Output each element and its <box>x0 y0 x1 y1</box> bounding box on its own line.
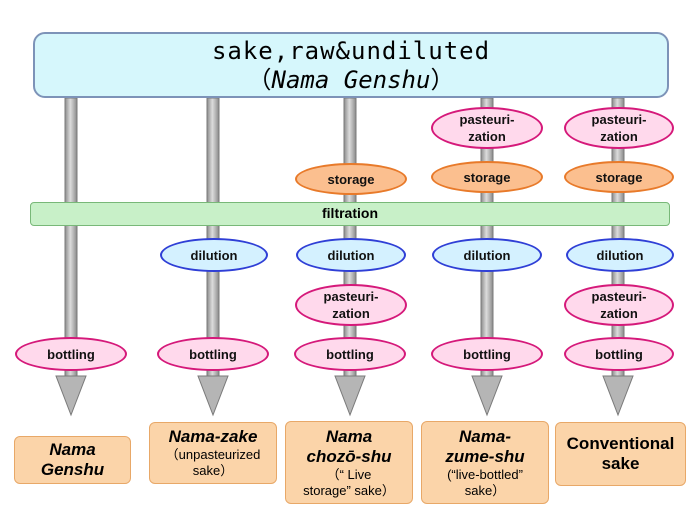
step-label: pasteuri- <box>323 289 379 304</box>
result-title: Conventional <box>566 434 675 453</box>
result-title: Nama-zake <box>168 427 258 446</box>
arrow-head <box>602 375 634 417</box>
result-title: Nama <box>49 440 96 459</box>
bottling-step-col4: bottling <box>431 337 543 371</box>
result-subtitle: storage” sake） <box>303 482 395 498</box>
result-nama-genshu: Nama Genshu <box>14 436 131 484</box>
result-nama-zake: Nama-zake （unpasteurized sake） <box>149 422 277 484</box>
arrow-column-2 <box>197 97 229 417</box>
arrow-head <box>471 375 503 417</box>
arrow-shaft <box>206 97 220 377</box>
step-label: storage <box>327 171 375 187</box>
raw-undiluted-sake-box: sake,raw&undiluted （Nama Genshu） <box>33 32 669 98</box>
result-title: sake <box>601 454 640 473</box>
step-label: storage <box>463 169 511 185</box>
pasteurization-step-col4-top: pasteuri-zation <box>431 107 543 149</box>
dilution-step-col2: dilution <box>160 238 268 272</box>
step-label: zation <box>332 306 370 321</box>
arrow-head <box>334 375 366 417</box>
pasteurization-step-col5-top: pasteuri-zation <box>564 107 674 149</box>
result-subtitle: （unpasteurized <box>165 447 261 462</box>
dilution-step-col5: dilution <box>566 238 674 272</box>
step-label: bottling <box>189 346 237 362</box>
step-label: bottling <box>326 346 374 362</box>
step-label: dilution <box>327 247 375 263</box>
arrow-head <box>197 375 229 417</box>
bottling-step-col5: bottling <box>564 337 674 371</box>
step-label: pasteuri- <box>591 112 647 127</box>
arrow-column-1 <box>55 97 87 417</box>
bottling-step-col3: bottling <box>294 337 406 371</box>
pasteurization-step-col3: pasteuri-zation <box>295 284 407 326</box>
arrow-head <box>55 375 87 417</box>
step-label: dilution <box>190 247 238 263</box>
step-label: pasteuri- <box>591 289 647 304</box>
step-label: zation <box>600 129 638 144</box>
result-subtitle: （“ Live <box>326 466 372 482</box>
dilution-step-col3: dilution <box>296 238 406 272</box>
arrow-shaft <box>64 97 78 377</box>
result-subtitle: sake） <box>464 482 506 498</box>
nama-genshu-label: Nama Genshu <box>271 66 431 94</box>
step-label: dilution <box>596 247 644 263</box>
result-title: Nama- <box>459 426 511 446</box>
paren-open: （ <box>247 66 272 94</box>
result-subtitle: (“live-bottled” <box>447 466 523 482</box>
dilution-step-col4: dilution <box>432 238 542 272</box>
result-subtitle: sake） <box>192 463 234 478</box>
step-label: storage <box>595 169 643 185</box>
result-conventional-sake: Conventional sake <box>555 422 686 486</box>
top-subtitle: （Nama Genshu） <box>35 66 667 94</box>
step-label: pasteuri- <box>459 112 515 127</box>
pasteurization-step-col5: pasteuri-zation <box>564 284 674 326</box>
result-title: Genshu <box>40 460 105 479</box>
storage-step-col3: storage <box>295 163 407 195</box>
result-nama-chozo-shu: Nama chozō-shu （“ Live storage” sake） <box>285 421 413 504</box>
paren-close: ） <box>430 66 455 94</box>
bottling-step-col1: bottling <box>15 337 127 371</box>
filtration-bar: filtration <box>30 202 670 226</box>
step-label: bottling <box>47 346 95 362</box>
storage-step-col5: storage <box>564 161 674 193</box>
top-title: sake,raw&undiluted <box>211 37 491 65</box>
result-title: Nama <box>325 426 373 446</box>
bottling-step-col2: bottling <box>157 337 269 371</box>
result-nama-zume-shu: Nama- zume-shu (“live-bottled” sake） <box>421 421 549 504</box>
storage-step-col4: storage <box>431 161 543 193</box>
step-label: zation <box>468 129 506 144</box>
step-label: zation <box>600 306 638 321</box>
step-label: bottling <box>595 346 643 362</box>
result-title: zume-shu <box>445 446 525 466</box>
step-label: bottling <box>463 346 511 362</box>
result-title: chozō-shu <box>306 446 392 466</box>
step-label: dilution <box>463 247 511 263</box>
arrow-shaft <box>343 97 357 377</box>
